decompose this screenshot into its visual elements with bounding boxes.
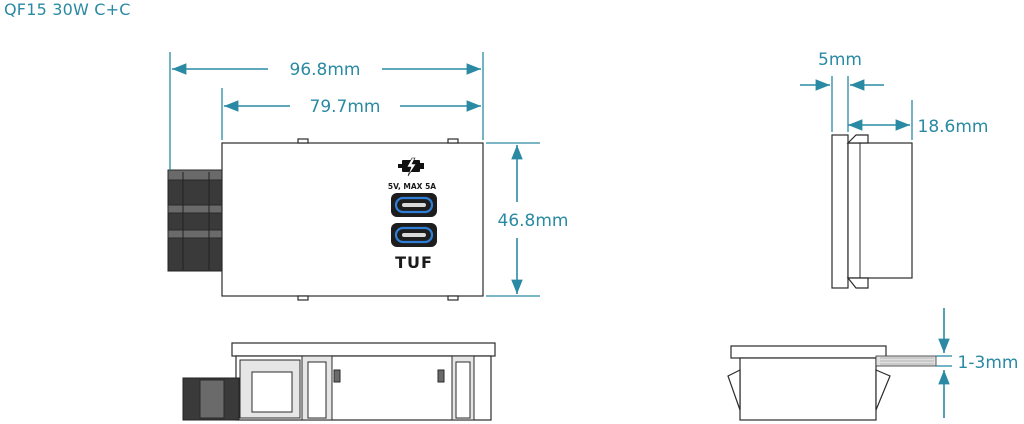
dimension-body-depth: 18.6mm bbox=[918, 117, 989, 137]
front-view: 5V, MAX 5A TUF 96.8mm 79.7mm 46.8mm bbox=[167, 52, 569, 301]
dimension-height: 46.8mm bbox=[498, 211, 569, 231]
usb-c-port-2 bbox=[391, 223, 437, 247]
faceplate-outline bbox=[221, 142, 484, 297]
panel-mount-view: 1-3mm bbox=[727, 308, 1019, 421]
dimension-frame-width: 79.7mm bbox=[310, 97, 381, 117]
usb-c-port-1 bbox=[391, 193, 437, 217]
rating-label: 5V, MAX 5A bbox=[388, 182, 436, 191]
side-view: 5mm 18.6mm bbox=[800, 50, 989, 289]
bottom-view bbox=[182, 342, 496, 421]
dimension-overall-width: 96.8mm bbox=[290, 60, 361, 80]
rear-connector bbox=[167, 169, 225, 272]
dimension-plate-thickness: 5mm bbox=[818, 50, 862, 70]
brand-logo: TUF bbox=[395, 253, 433, 272]
charging-bolt-icon bbox=[398, 157, 424, 177]
drawing-title: QF15 30W C+C bbox=[4, 0, 131, 19]
dimension-panel-thickness: 1-3mm bbox=[958, 353, 1019, 373]
